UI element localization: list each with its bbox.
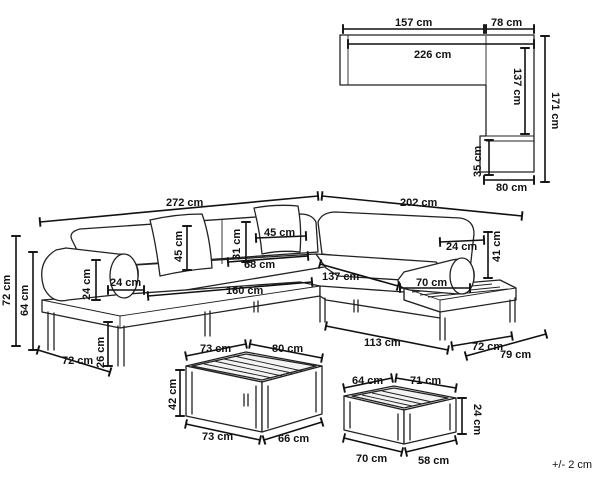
- large-coffee-table: 73 cm 80 cm 42 cm 73 cm 66 cm: [167, 339, 325, 445]
- small-table-top-depth: 71 cm: [410, 375, 441, 387]
- label-72-depth-left: 72 cm: [62, 355, 93, 367]
- small-coffee-table: 64 cm 71 cm 24 cm 70 cm 58 cm: [341, 373, 483, 467]
- large-table-bottom-width: 73 cm: [202, 431, 233, 443]
- tolerance-note: +/- 2 cm: [552, 459, 592, 471]
- plan-depth-35: 35 cm: [472, 146, 484, 177]
- label-202: 202 cm: [400, 197, 438, 209]
- large-table-top-width: 73 cm: [200, 343, 231, 355]
- large-table-side: [261, 365, 323, 433]
- plan-width-226: 226 cm: [414, 49, 452, 61]
- top-view-plan: 157 cm 78 cm 226 cm 137 cm 171 cm 35 cm …: [339, 17, 561, 194]
- sofa-labels: 272 cm 202 cm 72 cm 64 cm 45 cm 31 cm 45…: [1, 197, 531, 368]
- label-272: 272 cm: [166, 197, 204, 209]
- small-table-side: [403, 397, 457, 445]
- plan-width-157: 157 cm: [395, 17, 433, 29]
- label-79: 79 cm: [500, 349, 531, 361]
- large-table-top-depth: 80 cm: [272, 343, 303, 355]
- sofa-base-corner: [319, 285, 441, 319]
- label-26: 26 cm: [95, 337, 107, 368]
- label-24-right-bolster: 24 cm: [446, 241, 477, 253]
- plan-depth-137: 137 cm: [511, 68, 523, 106]
- label-24-bolster-height: 24 cm: [81, 269, 93, 300]
- label-64: 64 cm: [19, 285, 31, 316]
- label-31: 31 cm: [231, 229, 243, 260]
- label-72-height: 72 cm: [1, 275, 13, 306]
- large-table-height: 42 cm: [167, 379, 179, 410]
- large-table-bottom-depth: 66 cm: [278, 433, 309, 445]
- label-68: 68 cm: [244, 259, 275, 271]
- label-113: 113 cm: [364, 337, 401, 349]
- small-table-top-width: 64 cm: [352, 375, 383, 387]
- plan-outline: [339, 34, 535, 173]
- label-160: 160 cm: [226, 285, 264, 297]
- label-41: 41 cm: [491, 231, 503, 262]
- sofa-dimensions: [11, 191, 549, 377]
- label-24-bolster-width: 24 cm: [110, 277, 141, 289]
- label-137: 137 cm: [322, 271, 360, 283]
- label-45-cushion-right: 45 cm: [264, 227, 295, 239]
- label-70: 70 cm: [416, 277, 447, 289]
- plan-width-78: 78 cm: [491, 17, 522, 29]
- label-72-depth-right: 72 cm: [472, 341, 503, 353]
- label-45-cushion-left: 45 cm: [173, 231, 185, 262]
- small-table-bottom-depth: 58 cm: [418, 455, 449, 467]
- small-table-height: 24 cm: [471, 404, 483, 435]
- small-table-bottom-width: 70 cm: [356, 453, 387, 465]
- plan-depth-171: 171 cm: [549, 92, 561, 130]
- plan-width-80: 80 cm: [496, 182, 527, 194]
